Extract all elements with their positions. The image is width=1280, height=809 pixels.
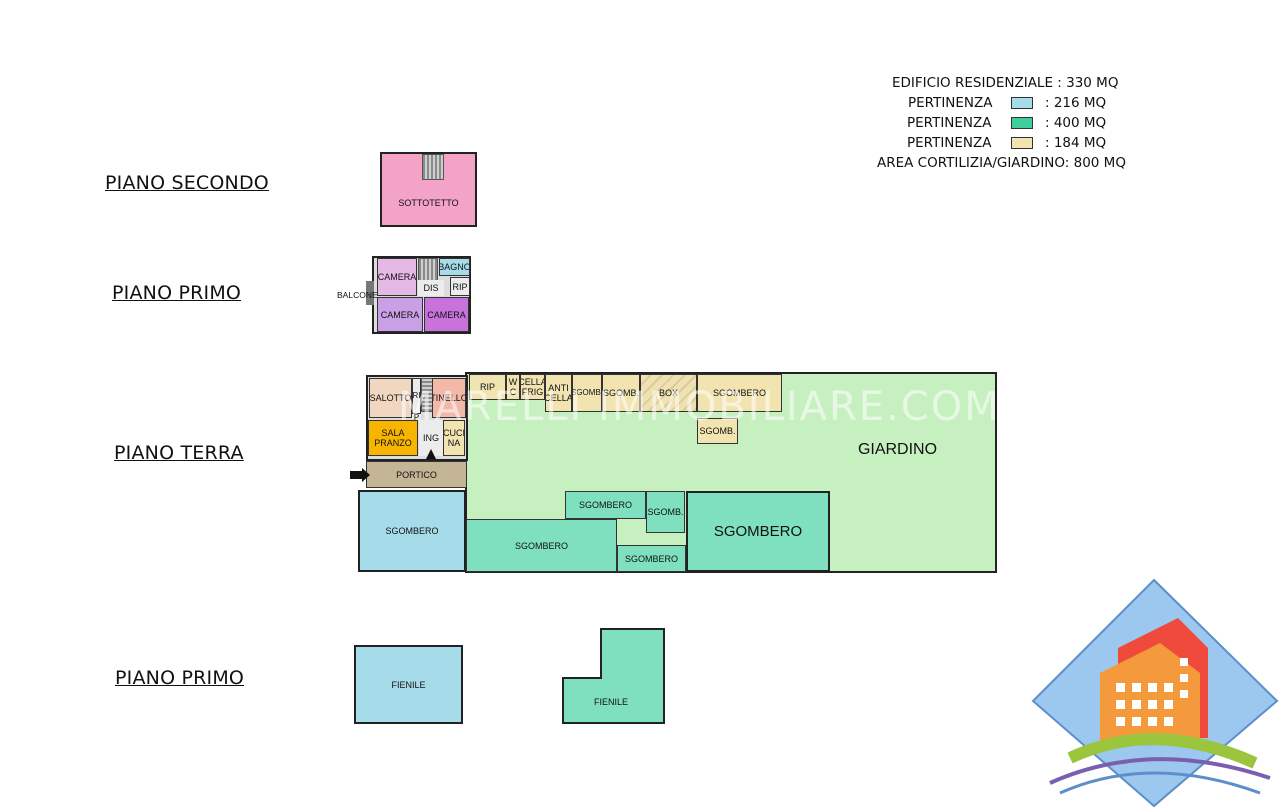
- floor-label-second: PIANO SECONDO: [105, 172, 269, 194]
- legend-pertinenza-blue-value: : 216 MQ: [1045, 95, 1107, 111]
- fienile-green-shape: [562, 628, 665, 724]
- stairs-icon: [422, 154, 444, 180]
- legend-swatch-beige: [1011, 137, 1033, 149]
- room-camera-br: CAMERA: [424, 297, 469, 332]
- entrance-arrow-right-icon: [350, 471, 364, 479]
- room-fienile-blue: FIENILE: [354, 645, 463, 724]
- stairs-icon-first: [418, 258, 438, 282]
- room-bagno: BAGNO: [439, 258, 470, 276]
- room-sgomb-2: SGOMB.: [602, 374, 640, 412]
- room-sgomb-small: SGOMB.: [697, 418, 738, 444]
- room-tinello: TINELLO: [432, 378, 466, 418]
- room-sgomb-1: SGOMB.: [572, 374, 602, 412]
- room-camera-bl: CAMERA: [377, 297, 423, 332]
- entrance-arrow-up-icon: [426, 449, 436, 459]
- legend-pertinenza-beige-label: PERTINENZA: [907, 135, 992, 151]
- floor-label-first-annex: PIANO PRIMO: [115, 667, 245, 689]
- room-sgombero-blue: SGOMBERO: [358, 490, 466, 572]
- room-sgombero-g2: SGOMBERO: [466, 519, 617, 572]
- watermark-text: MARELLI IMMOBILIARE.COM: [398, 384, 1001, 430]
- legend-pertinenza-green-label: PERTINENZA: [907, 115, 992, 131]
- legend-garden: AREA CORTILIZIA/GIARDINO: 800 MQ: [877, 155, 1126, 171]
- room-fienile-green: FIENILE: [593, 697, 628, 707]
- room-sgombero-top: SGOMBERO: [697, 374, 782, 412]
- room-balcone: BALCONE: [337, 290, 378, 300]
- room-rip-ground: RIP: [469, 374, 506, 400]
- agency-logo: [1031, 578, 1279, 808]
- room-cella-frig: CELLAFRIG: [520, 374, 545, 400]
- room-portico: PORTICO: [366, 461, 467, 488]
- room-sgombero-big: SGOMBERO: [686, 491, 830, 572]
- room-ri: RI: [412, 378, 421, 414]
- legend-swatch-green: [1011, 117, 1033, 129]
- room-sgombero-g1: SGOMBERO: [565, 491, 646, 519]
- legend-pertinenza-green-value: : 400 MQ: [1045, 115, 1107, 131]
- room-camera-top: CAMERA: [377, 258, 417, 296]
- legend-swatch-blue: [1011, 97, 1033, 109]
- room-salotto: SALOTTO: [369, 378, 412, 418]
- legend-pertinenza-beige-value: : 184 MQ: [1045, 135, 1107, 151]
- legend-residential: EDIFICIO RESIDENZIALE : 330 MQ: [892, 75, 1119, 91]
- room-sottotetto: SOTTOTETTO: [398, 198, 459, 208]
- floor-label-ground: PIANO TERRA: [114, 442, 244, 464]
- room-giardino: GIARDINO: [857, 441, 938, 458]
- entrance-arrow-head: [362, 468, 370, 482]
- room-box: BOX: [640, 374, 697, 412]
- floor-label-first: PIANO PRIMO: [112, 282, 242, 304]
- room-rip-first: RIP: [450, 277, 470, 296]
- legend-pertinenza-blue-label: PERTINENZA: [908, 95, 993, 111]
- room-sgomb-g3: SGOMB.: [646, 491, 685, 533]
- room-sgombero-g4: SGOMBERO: [617, 545, 686, 572]
- balcone-strip: [366, 281, 374, 305]
- room-p: P: [412, 414, 421, 422]
- room-dis: DIS: [418, 280, 444, 296]
